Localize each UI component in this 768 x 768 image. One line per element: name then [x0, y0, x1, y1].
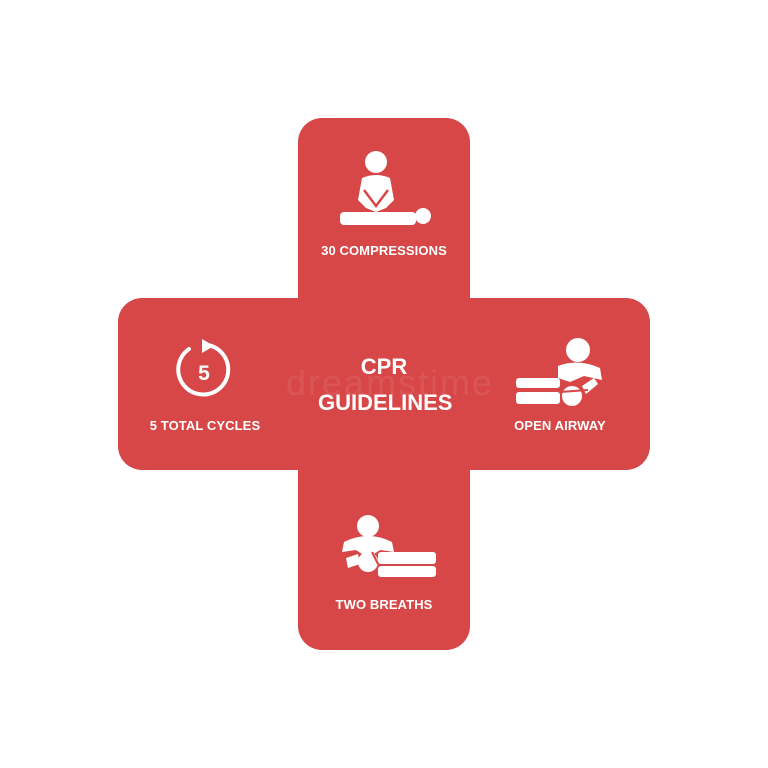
cycle-icon: 5 [176, 339, 231, 397]
step-label-two-breaths: TWO BREATHS [335, 597, 433, 612]
title-line-2: GUIDELINES [318, 390, 453, 415]
chest-compression-icon [340, 151, 431, 225]
step-label-total-cycles: 5 TOTAL CYCLES [149, 418, 261, 433]
rescue-breath-icon [342, 515, 436, 577]
cycle-count-text: 5 [198, 362, 210, 385]
cross-horizontal-bar [118, 298, 650, 470]
head-tilt-icon [516, 338, 602, 406]
step-label-compressions: 30 COMPRESSIONS [321, 243, 447, 258]
title-line-1: CPR [360, 354, 408, 379]
step-label-open-airway: OPEN AIRWAY [514, 418, 606, 433]
